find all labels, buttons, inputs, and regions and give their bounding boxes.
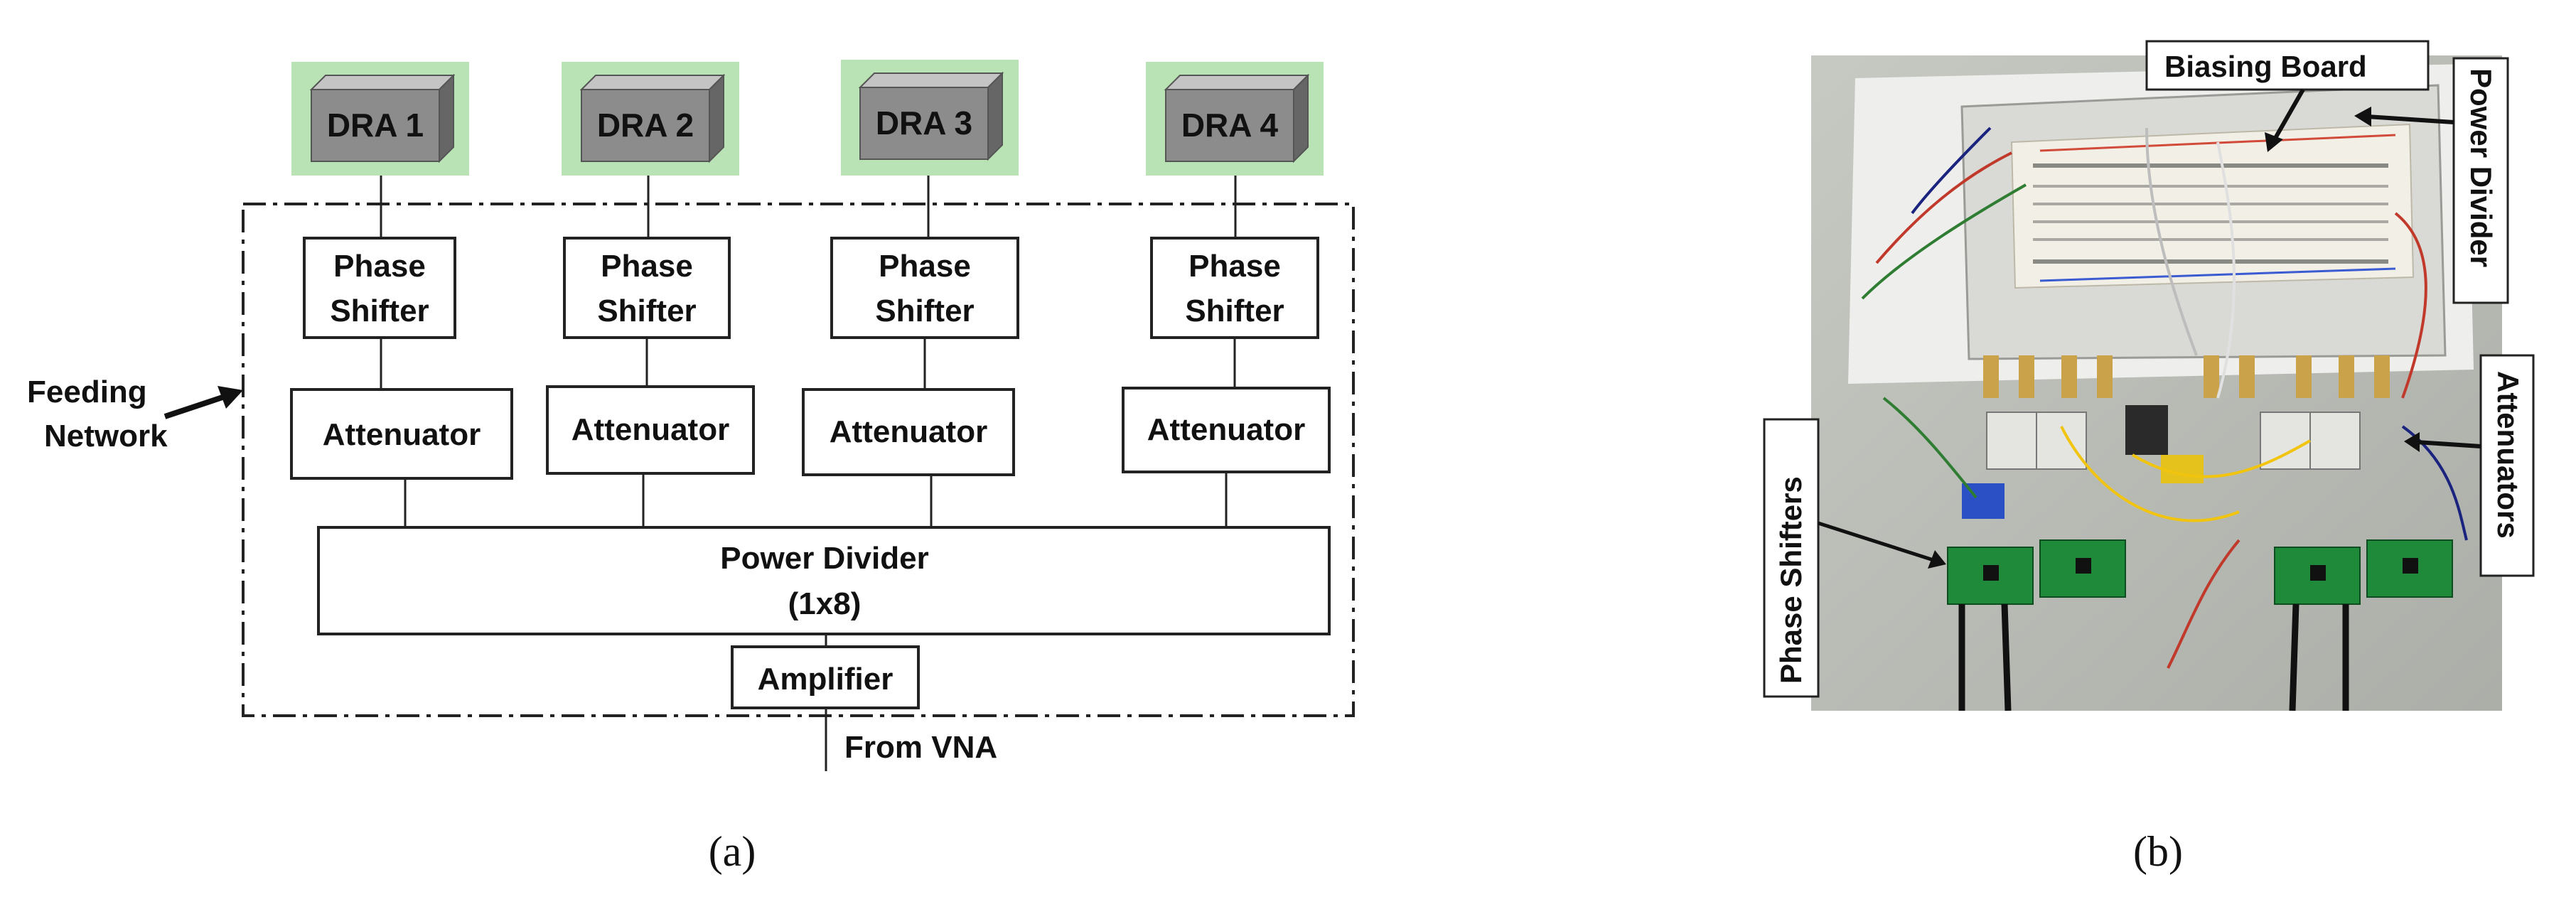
attenuators-arrow [2404,432,2481,452]
phase-shifter-4-line2: Shifter [1185,294,1284,328]
cables [1861,127,2468,669]
dra-3-block [858,71,1004,161]
panel-a-block-diagram: DRA 1 DRA 2 DRA 3 DRA 4 Phase Shifter Ph… [27,60,1355,875]
dra-4-block [1164,73,1310,163]
phase-shifter-1 [303,237,456,339]
power-divider-label-line2: (1x8) [788,586,862,621]
attenuator-to-divider-lines [404,472,1228,527]
dra-4-label: DRA 4 [1181,107,1279,144]
phase-shifter-pcbs [1947,539,2453,605]
attenuator-3 [802,388,1015,476]
power-divider-arrow [2354,107,2454,127]
feeding-network-label-line1: Feeding [27,375,147,409]
attenuators-box [2479,354,2535,577]
breadboard-holes [2033,163,2388,264]
attenuator-4-label: Attenuator [1147,412,1305,447]
phase-shifter-2-line2: Shifter [597,294,696,328]
dra-2-block [579,73,726,163]
dra-3-label: DRA 3 [876,104,972,141]
feeding-network-label-line2: Network [44,419,168,453]
sma-connectors [1983,355,2390,398]
attenuator-4 [1122,387,1331,473]
phase-shifters-box [1763,418,1820,698]
panel-a-caption: (a) [709,828,756,875]
power-divider-box [2452,57,2509,304]
phase-shifter-4 [1150,237,1319,339]
phase-shifter-1-line2: Shifter [330,294,429,328]
from-vna-label: From VNA [844,730,997,765]
power-divider [317,526,1331,635]
attenuators-label: Attenuators [2491,371,2525,539]
attenuator-2 [546,385,755,475]
attenuator-1 [290,388,513,480]
biasing-board-box [2145,40,2430,91]
dra-1-block [309,73,456,163]
biasing-board-label: Biasing Board [2164,50,2367,83]
attenuator-3-label: Attenuator [830,414,987,449]
phase-shifters-label: Phase Shifters [1774,476,1808,684]
dra-to-phase-shifter-lines [380,176,1237,238]
power-divider-label-line1: Power Divider [720,541,928,576]
phase-shifter-3-line2: Shifter [875,294,974,328]
phase-shifters-arrow [1818,521,1946,569]
attenuator-2-label: Attenuator [571,412,729,447]
breadboard-blue-rail [2039,267,2396,282]
dra-2-label: DRA 2 [597,107,694,144]
amplifier-label: Amplifier [758,662,893,697]
phase-shifter-3-line1: Phase [879,249,971,284]
attenuator-1-label: Attenuator [323,417,481,452]
phase-shifter-2 [563,237,731,339]
feeding-network-arrow [163,386,243,419]
black-coax-cables [1958,603,2349,711]
power-divider-label: Power Divider [2464,68,2498,267]
phase-shifter-4-line1: Phase [1188,249,1281,284]
phase-shifter-to-attenuator-lines [380,338,1236,389]
dra-1-label: DRA 1 [327,107,424,144]
feeding-network-boundary [242,203,1355,717]
panel-b-hardware-photo: Biasing Board Power Divider Attenuators … [1763,40,2535,875]
panel-b-caption: (b) [2133,828,2183,875]
phase-shifter-3 [830,237,1019,339]
phase-shifter-2-line1: Phase [601,249,693,284]
phase-shifter-1-line1: Phase [333,249,426,284]
biasing-board-arrow [2265,88,2305,152]
